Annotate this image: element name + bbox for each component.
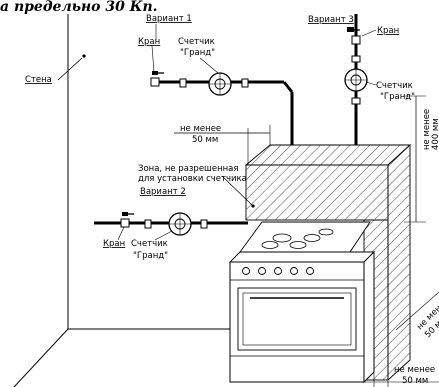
meter-label-1: Счетчик: [178, 37, 215, 47]
dimension-400mm: не менее 400 мм: [404, 95, 439, 223]
header-title: а предельно 30 Кп.: [0, 0, 158, 15]
dimension-50mm-bottom: не менее 50 мм: [364, 365, 439, 387]
tap-label-1: Кран: [138, 37, 160, 47]
dimension-50mm-top: не менее 50 мм: [174, 124, 271, 165]
zone-label-line1: Зона, не разрешенная: [138, 164, 239, 174]
room-walls: [13, 14, 230, 387]
svg-text:не менее: не менее: [180, 124, 221, 134]
variant-3-assembly: Вариант 3: [308, 14, 368, 145]
svg-text:Стена: Стена: [25, 75, 52, 85]
tap-label-2: Кран: [103, 239, 125, 249]
meter-label-2: Счетчик: [131, 239, 168, 249]
variant-2-label: Вариант 2: [140, 187, 186, 197]
svg-text:50 мм: 50 мм: [402, 376, 428, 386]
variant-1-label: Вариант 1: [146, 14, 192, 24]
variant-3-label: Вариант 3: [308, 15, 354, 25]
dimension-50mm-side: не мене 50 мм: [395, 291, 439, 340]
tap-label-3: Кран: [377, 26, 399, 36]
wall-label: Стена: [25, 54, 86, 85]
zone-label-line2: для установки счетчика: [138, 174, 247, 184]
svg-text:не менее: не менее: [422, 109, 432, 150]
svg-text:50 мм: 50 мм: [192, 135, 218, 145]
gas-stove: [228, 221, 376, 384]
meter-model-3: "Гранд": [380, 92, 415, 102]
svg-text:не менее: не менее: [394, 365, 435, 375]
meter-label-3: Счетчик: [376, 81, 413, 91]
meter-model-2: "Гранд": [133, 251, 168, 261]
svg-text:400 мм: 400 мм: [431, 118, 439, 150]
variant-1-assembly: Вариант 1: [146, 14, 294, 145]
meter-model-1: "Гранд": [180, 48, 215, 58]
variant-2-assembly: Вариант 2: [94, 187, 248, 236]
